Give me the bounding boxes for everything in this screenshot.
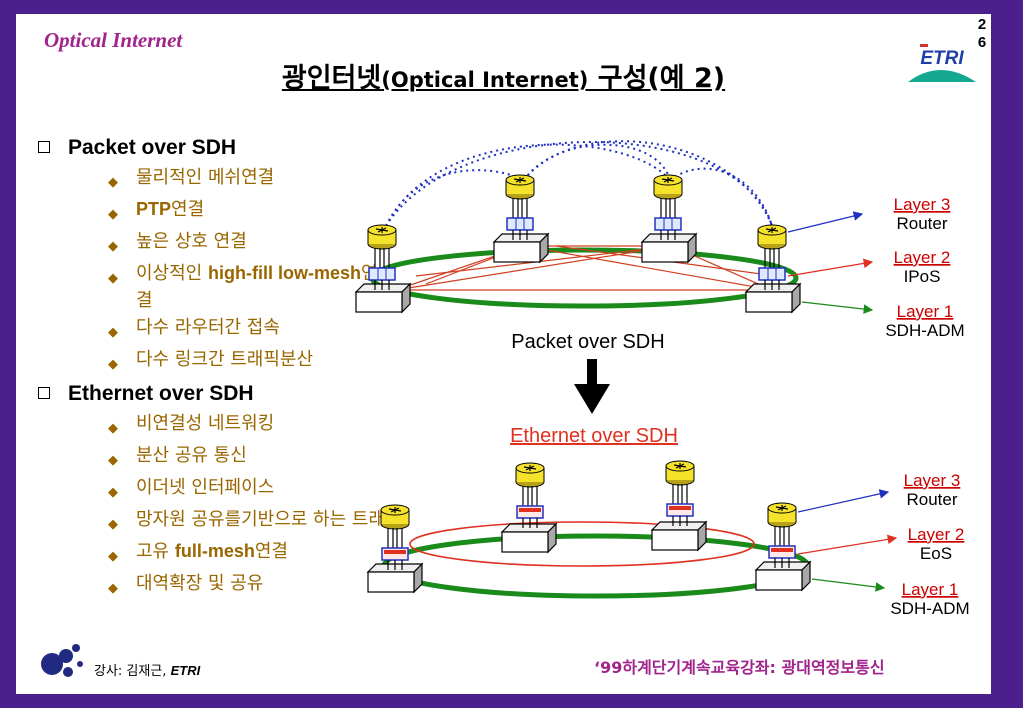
layer-label: Layer 3: [904, 471, 961, 490]
brand-title: Optical Internet: [44, 28, 183, 52]
router-node: [653, 174, 683, 241]
top-caption: Packet over SDH: [511, 331, 664, 353]
network-diagram: Layer 3 Router Layer 2 IPoS Layer 1 SDH-…: [355, 140, 970, 618]
list-item: ◆망자원 공유를기반으로 하는 트래픽: [38, 506, 408, 538]
footer-course: ‘99하계단기계속교육강좌: 광대역정보통신: [594, 658, 885, 677]
router-node: [767, 502, 797, 569]
layer-label: Layer 1: [897, 302, 954, 321]
bottom-caption: Ethernet over SDH: [510, 425, 678, 447]
ethernet-ring: [409, 521, 755, 567]
page-number-digit-2: 6: [977, 34, 987, 51]
sdh-ring-top: [369, 247, 799, 309]
sdh-adm-node: [651, 521, 707, 551]
layer-desc: SDH-ADM: [890, 599, 969, 618]
down-arrow-icon: [574, 359, 610, 414]
logo-text: ETRI: [920, 48, 964, 69]
list-item: ◆분산 공유 통신: [38, 442, 388, 474]
list-item: ◆물리적인 메쉬연결: [38, 164, 388, 196]
diamond-bullet-icon: ◆: [108, 517, 118, 532]
title-suffix: 구성(예 2): [588, 63, 726, 94]
sdh-adm-node: [501, 523, 557, 553]
diamond-bullet-icon: ◆: [108, 175, 118, 190]
title-paren: (Optical Internet): [381, 68, 589, 92]
footer-instructor: 강사: 김재근, ETRI: [94, 663, 201, 679]
router-node: [515, 462, 545, 529]
title-main: 광인터넷: [281, 63, 382, 94]
layer-desc: IPoS: [904, 267, 941, 286]
layer-label: Layer 3: [894, 195, 951, 214]
layer-desc: Router: [906, 490, 957, 509]
section-heading: Packet over SDH: [38, 132, 388, 164]
arrow-layer3: [787, 211, 864, 233]
list-item: ◆PTP연결: [38, 196, 388, 228]
layer-label: Layer 2: [908, 525, 965, 544]
sdh-adm-node: [745, 283, 801, 313]
diamond-bullet-icon: ◆: [108, 485, 118, 500]
router-node: [505, 174, 535, 241]
dotted-links-top: [385, 140, 773, 227]
arrow-layer2: [797, 534, 898, 555]
slide: Optical Internet 2 6 ETRI 광인터넷(Optical I…: [16, 14, 991, 694]
sdh-adm-node: [493, 233, 549, 263]
router-node: [665, 460, 695, 527]
list-item: ◆다수 라우터간 접속: [38, 314, 388, 346]
list-item: ◆이더넷 인터페이스: [38, 474, 388, 506]
layer-label: Layer 2: [894, 248, 951, 267]
diamond-bullet-icon: ◆: [108, 207, 118, 222]
checkbox-bullet-icon: [38, 141, 50, 153]
layer-label: Layer 1: [902, 580, 959, 599]
diamond-bullet-icon: ◆: [108, 325, 118, 340]
mesh-links-top: [395, 245, 777, 291]
list-item: ◆대역확장 및 공유: [38, 570, 388, 602]
list-item: ◆비연결성 네트워킹: [38, 410, 388, 442]
checkbox-bullet-icon: [38, 387, 50, 399]
arrow-layer3: [797, 489, 890, 513]
router-node: [367, 224, 397, 291]
sdh-adm-node: [755, 561, 811, 591]
diamond-bullet-icon: ◆: [108, 421, 118, 436]
list-item: ◆고유 full-mesh연결: [38, 538, 388, 570]
diamond-bullet-icon: ◆: [108, 549, 118, 564]
arrow-layer1: [811, 578, 886, 592]
diamond-bullet-icon: ◆: [108, 453, 118, 468]
sdh-adm-node: [355, 283, 411, 313]
layer-desc: Router: [896, 214, 947, 233]
diamond-bullet-icon: ◆: [108, 357, 118, 372]
bullet-list: Packet over SDH ◆물리적인 메쉬연결 ◆PTP연결 ◆높은 상호…: [38, 132, 402, 602]
logo-arc: [908, 70, 976, 82]
footer-logo-icon: [41, 644, 83, 677]
layer-desc: SDH-ADM: [885, 321, 964, 340]
diamond-bullet-icon: ◆: [108, 239, 118, 254]
arrow-layer2: [787, 258, 874, 277]
logo-accent: [920, 44, 928, 47]
page-title: 광인터넷(Optical Internet) 구성(예 2): [16, 56, 991, 95]
layer-desc: EoS: [920, 544, 952, 563]
section-heading: Ethernet over SDH: [38, 378, 388, 410]
router-node: [380, 504, 410, 571]
page-number: 2 6: [976, 16, 988, 52]
arrow-layer1: [801, 301, 874, 314]
list-item: ◆다수 링크간 트래픽분산: [38, 346, 388, 378]
diamond-bullet-icon: ◆: [108, 271, 118, 286]
router-node: [757, 224, 787, 291]
page-number-digit-1: 2: [977, 16, 987, 33]
list-item: ◆높은 상호 연결: [38, 228, 388, 260]
etri-logo: ETRI: [908, 44, 976, 82]
diamond-bullet-icon: ◆: [108, 581, 118, 596]
sdh-adm-node: [641, 233, 697, 263]
